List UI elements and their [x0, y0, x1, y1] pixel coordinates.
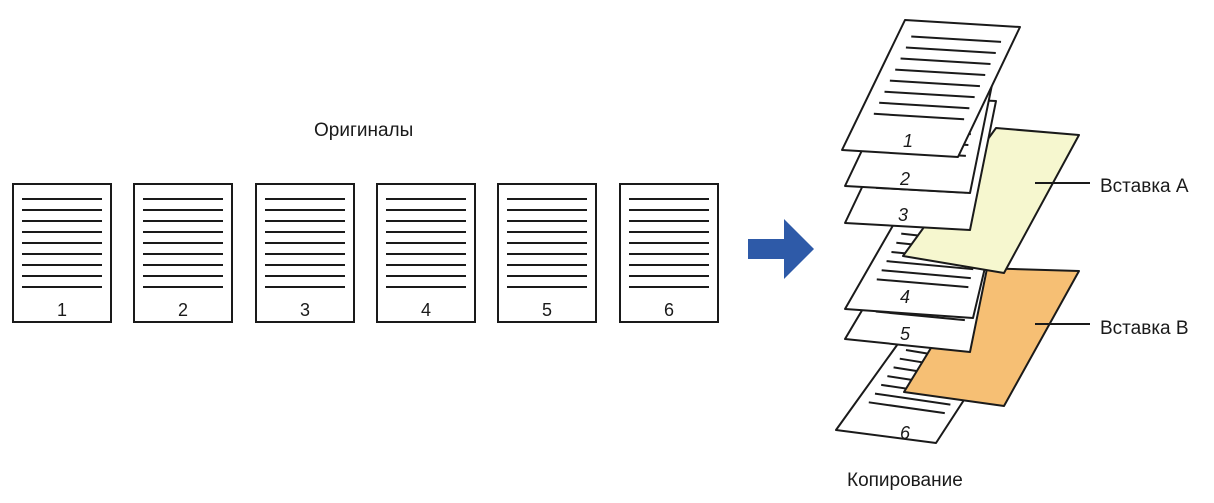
stack-page-number-1: 1: [903, 131, 914, 151]
stack-page-number-5: 5: [900, 324, 911, 344]
text-line: [886, 260, 974, 271]
text-line: [881, 269, 971, 280]
stack-page-number-2: 2: [900, 169, 911, 189]
text-line: [868, 401, 945, 415]
insert-a-label: Вставка A: [1100, 176, 1189, 197]
text-line: [884, 90, 975, 99]
copy-page-1: [841, 19, 1021, 158]
original-page-number: 2: [177, 300, 188, 320]
stack-page-number-6: 6: [900, 423, 911, 443]
original-page-5: 5: [497, 183, 597, 323]
stack-page-number-4: 4: [900, 287, 911, 307]
text-line: [879, 101, 970, 110]
original-page-1: 1: [12, 183, 112, 323]
stack-page-number-3: 3: [898, 205, 909, 225]
copy-label: Копирование: [847, 470, 963, 491]
insert-b-label: Вставка B: [1100, 318, 1189, 339]
original-page-number: 1: [56, 300, 67, 320]
text-line: [895, 68, 986, 77]
text-line: [900, 57, 991, 65]
original-page-4: 4: [376, 183, 476, 323]
insert-b-sheet: [903, 267, 1080, 407]
originals-label: Оригиналы: [314, 120, 414, 141]
original-page-6: 6: [619, 183, 719, 323]
text-line: [889, 79, 980, 88]
text-line: [905, 46, 996, 54]
text-line: [873, 112, 965, 121]
text-line: [911, 35, 1002, 43]
original-page-number: 6: [663, 300, 674, 320]
original-page-number: 5: [541, 300, 552, 320]
original-page-number: 4: [420, 300, 431, 320]
text-line: [876, 278, 969, 289]
right-arrow-icon: [748, 219, 814, 279]
original-page-number: 3: [299, 300, 310, 320]
original-page-2: 2: [133, 183, 233, 323]
text-line: [874, 392, 951, 406]
original-page-3: 3: [255, 183, 355, 323]
